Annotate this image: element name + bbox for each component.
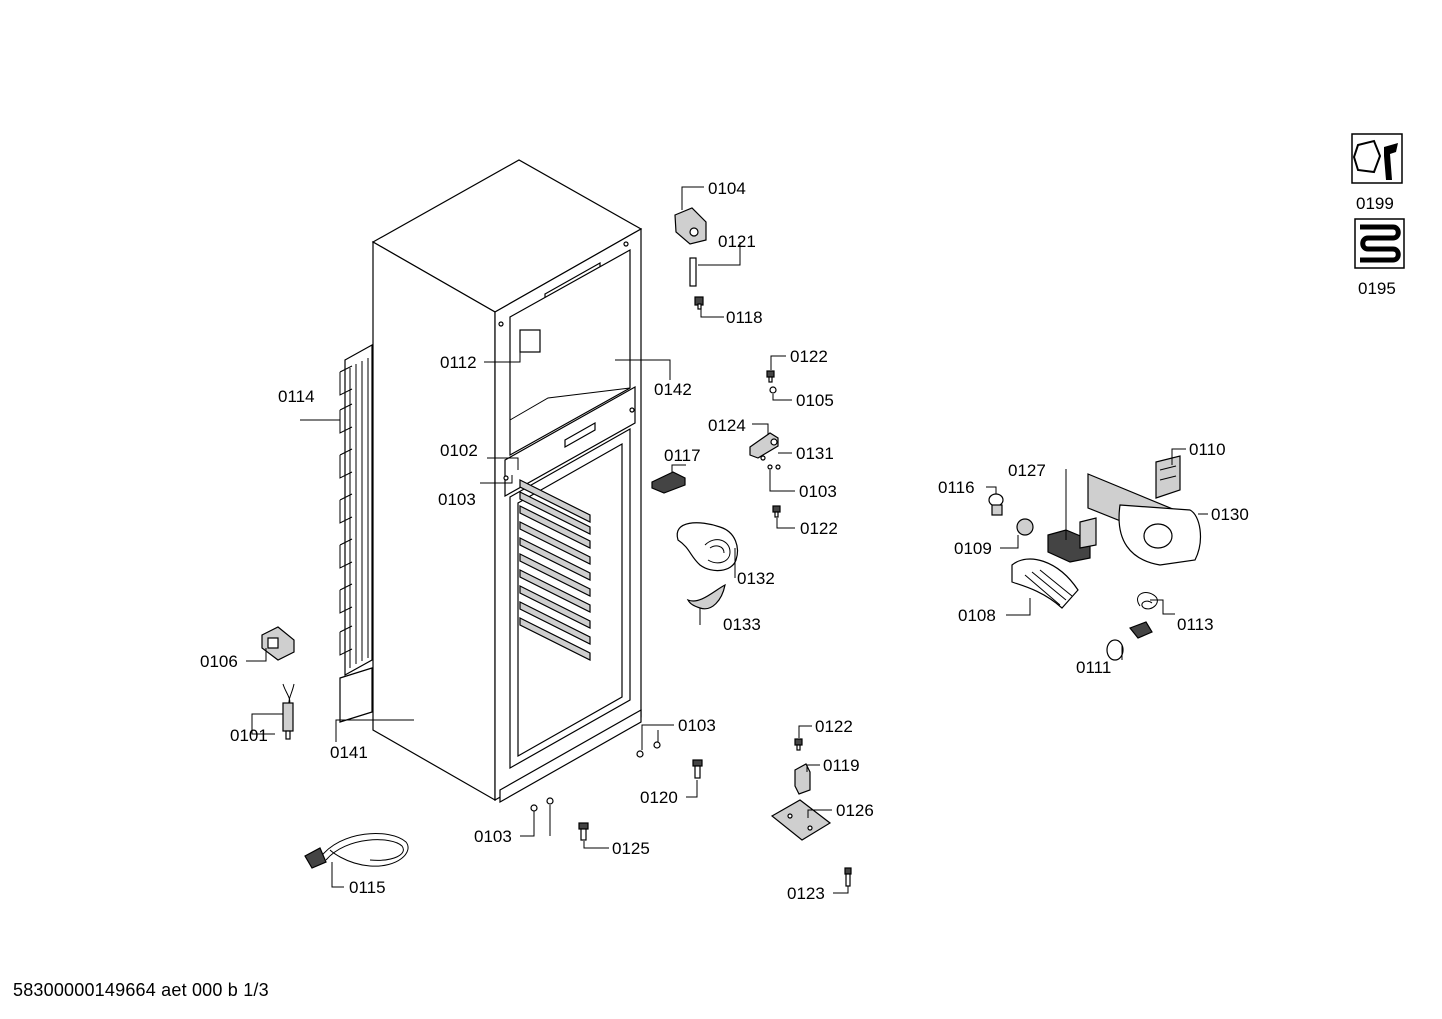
washer-0103d2	[546, 797, 554, 805]
screw-0122a	[766, 370, 775, 383]
cover-0117	[651, 471, 686, 494]
label-0120: 0120	[640, 788, 678, 807]
hinge-bracket-0124	[749, 432, 779, 459]
label-0106: 0106	[200, 652, 238, 671]
document-footer: 58300000149664 aet 000 b 1/3	[13, 980, 269, 1000]
bulb-0116	[988, 493, 1004, 516]
nut-0109	[1016, 518, 1034, 536]
label-0102: 0102	[440, 441, 478, 460]
part-labels: 0104 0121 0118 0112 0142 0114 0122 0105 …	[200, 179, 1249, 903]
label-0122-c: 0122	[815, 717, 853, 736]
label-0119: 0119	[823, 756, 860, 775]
label-0116: 0116	[938, 478, 975, 497]
label-0113: 0113	[1177, 615, 1214, 634]
label-0111: 0111	[1076, 658, 1111, 677]
tools-icon-label: 0199	[1356, 194, 1394, 213]
label-0105: 0105	[796, 391, 834, 410]
washer-0105	[769, 386, 777, 394]
label-0103-a: 0103	[799, 482, 837, 501]
pin-0121	[689, 257, 697, 287]
washer-0103d1	[530, 804, 538, 812]
label-0122-a: 0122	[790, 347, 828, 366]
label-0103-d: 0103	[474, 827, 512, 846]
label-0122-b: 0122	[800, 519, 838, 538]
condenser-0114	[339, 343, 373, 723]
label-0117: 0117	[664, 446, 701, 465]
washer-0103c1	[636, 750, 644, 758]
fan-0132	[676, 522, 739, 572]
label-0118: 0118	[726, 308, 763, 327]
label-0133: 0133	[723, 615, 761, 634]
coil-icon	[1354, 218, 1405, 269]
hinge-0104	[674, 207, 707, 245]
bracket-0119	[794, 763, 811, 795]
label-0126: 0126	[836, 801, 874, 820]
screw-0122c	[794, 738, 803, 751]
screw-0122b	[772, 505, 781, 518]
label-0132: 0132	[737, 569, 775, 588]
label-0127: 0127	[1008, 461, 1046, 480]
label-0124: 0124	[708, 416, 746, 435]
foot-0125	[578, 822, 589, 841]
label-0112: 0112	[440, 353, 477, 372]
label-0115: 0115	[349, 878, 386, 897]
part-0111	[1106, 639, 1124, 661]
lamp-housing-0130	[1087, 473, 1202, 566]
tools-icon	[1351, 133, 1403, 184]
screw-0123	[844, 867, 852, 887]
label-0130: 0130	[1211, 505, 1249, 524]
label-0131: 0131	[796, 444, 834, 463]
cabinet-0141	[371, 159, 643, 804]
lamp-socket-0127	[1047, 517, 1097, 563]
label-0114: 0114	[278, 387, 315, 406]
label-0103-c: 0103	[678, 716, 716, 735]
label-0109: 0109	[954, 539, 992, 558]
component-0101	[282, 683, 295, 740]
washer-0103c2	[653, 741, 661, 749]
bracket-0106	[261, 626, 295, 661]
power-cord-0115	[304, 833, 409, 869]
label-0125: 0125	[612, 839, 650, 858]
coil-icon-label: 0195	[1358, 279, 1396, 298]
label-0101: 0101	[230, 726, 268, 745]
foot-0120	[692, 759, 703, 779]
label-0123: 0123	[787, 884, 825, 903]
label-0141: 0141	[330, 743, 368, 762]
bushing-0118	[694, 296, 704, 310]
label-0108: 0108	[958, 606, 996, 625]
label-0110: 0110	[1189, 440, 1226, 459]
plate-0126	[770, 799, 832, 841]
lamp-cover-0108	[1011, 558, 1079, 609]
label-0104: 0104	[708, 179, 746, 198]
label-0121: 0121	[718, 232, 756, 251]
leader-lines	[246, 186, 1208, 894]
label-0103-b: 0103	[438, 490, 476, 509]
cover-0133	[686, 583, 726, 610]
thermostat-0113	[1129, 592, 1158, 639]
washers-0131-0103	[760, 455, 781, 470]
cover-0110	[1155, 455, 1181, 499]
label-0142: 0142	[654, 380, 692, 399]
